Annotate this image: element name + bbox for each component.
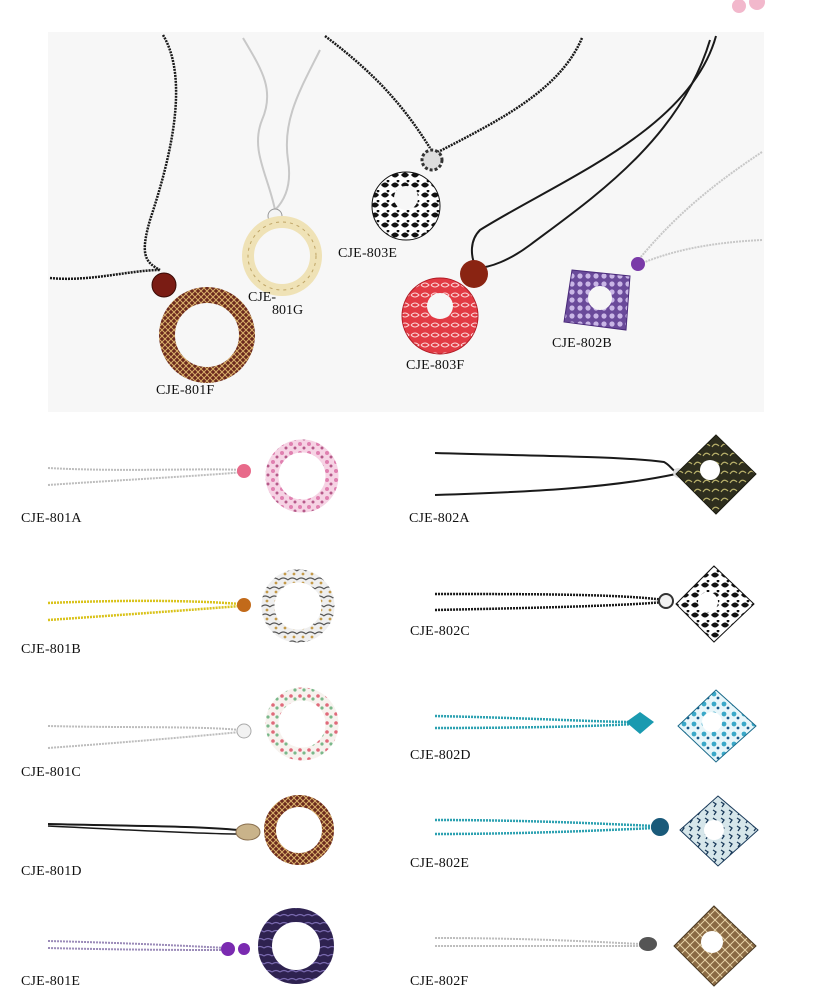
necklace-801f — [49, 34, 255, 383]
label-cje-802a: CJE-802A — [409, 511, 470, 526]
necklace-802a — [434, 434, 757, 515]
label-cje-801b: CJE-801B — [21, 642, 81, 657]
label-cje-802b: CJE-802B — [552, 336, 612, 351]
label-cje-802e: CJE-802E — [410, 856, 470, 871]
label-cje-802d: CJE-802D — [410, 748, 471, 763]
label-cje-802c: CJE-802C — [410, 624, 470, 639]
necklace-801a — [47, 439, 339, 513]
label-cje-801e: CJE-801E — [21, 974, 81, 989]
necklace-801c — [47, 687, 339, 761]
necklace-802e — [434, 795, 759, 867]
label-cje-801a: CJE-801A — [21, 511, 82, 526]
necklace-801d — [47, 795, 334, 865]
label-cje-801d: CJE-801D — [21, 864, 82, 879]
label-cje-802f: CJE-802F — [410, 974, 469, 989]
necklace-801b — [47, 569, 335, 643]
label-cje-801g-part2: 801G — [272, 303, 304, 318]
necklace-802c — [434, 565, 755, 643]
label-cje-803f: CJE-803F — [406, 358, 465, 373]
necklace-801e — [47, 908, 334, 984]
label-cje-801g-part1: CJE- — [248, 290, 276, 305]
necklace-802d — [434, 689, 757, 763]
label-cje-801c: CJE-801C — [21, 765, 81, 780]
label-cje-801f: CJE-801F — [156, 383, 215, 398]
necklace-803f — [401, 35, 717, 355]
pink-flower-icon — [732, 0, 765, 13]
necklace-803e — [324, 35, 584, 241]
necklace-802f — [434, 905, 757, 987]
label-cje-801g: CJE- 801G — [248, 289, 304, 319]
necklace-802b — [563, 151, 763, 331]
label-cje-803e: CJE-803E — [338, 246, 398, 261]
necklace-801g — [242, 37, 322, 296]
